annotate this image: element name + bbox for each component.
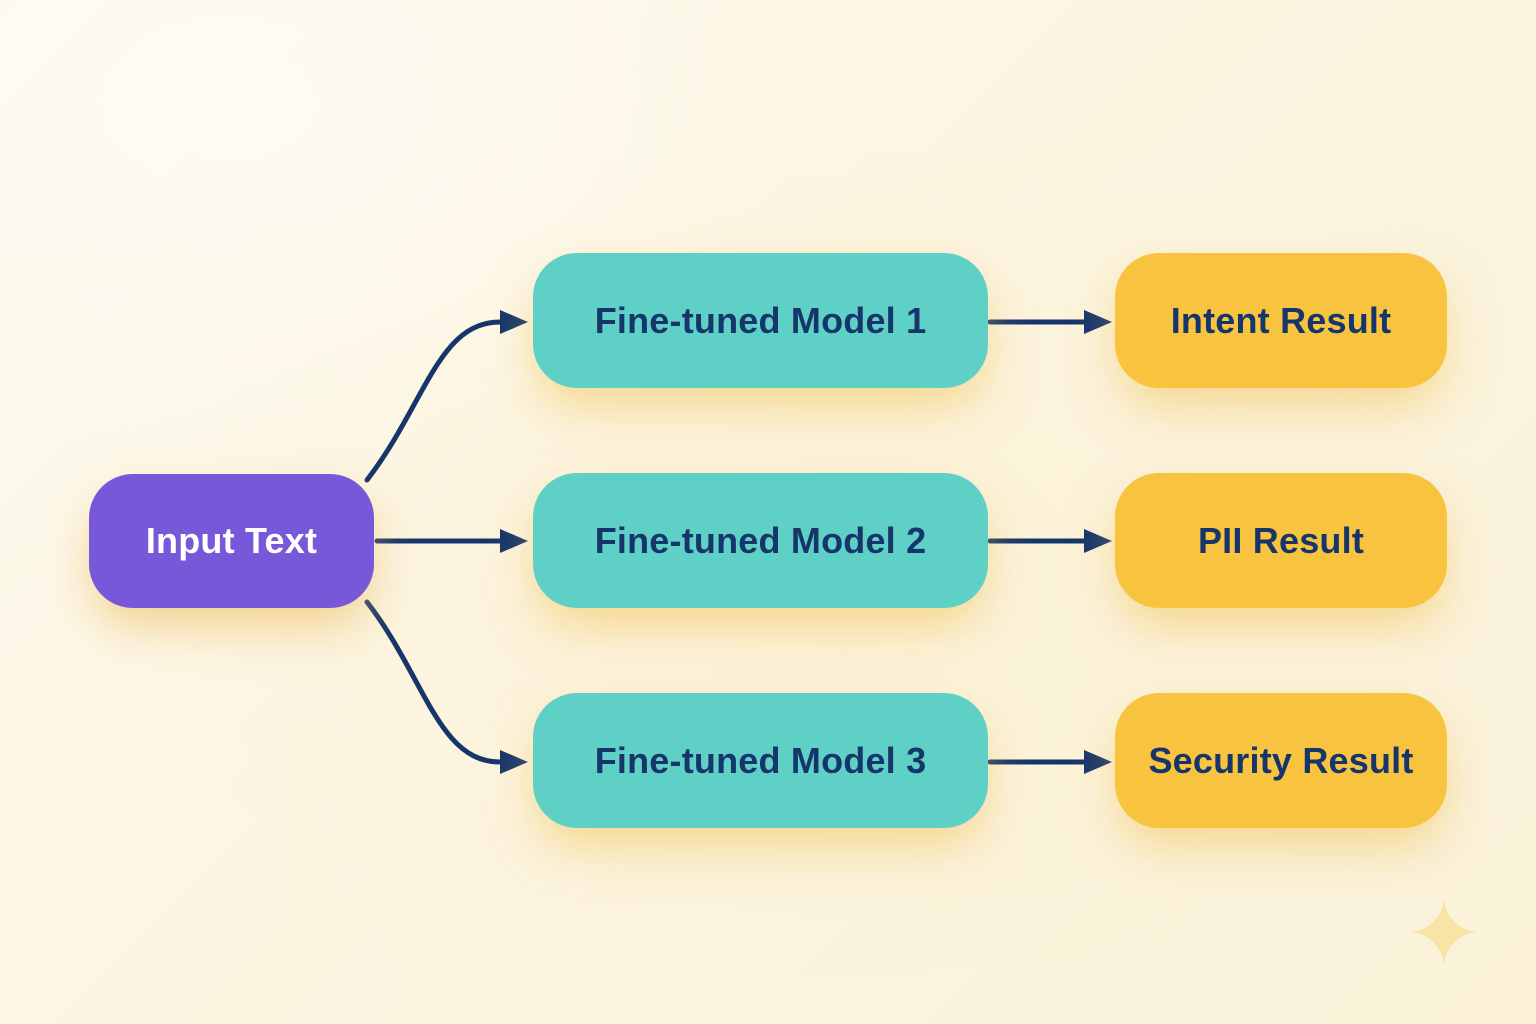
node-intent-result: Intent Result xyxy=(1115,253,1447,388)
arrow-input-to-model-1 xyxy=(364,310,528,483)
arrow-input-to-model-2 xyxy=(374,529,528,553)
node-model-2-label: Fine-tuned Model 2 xyxy=(594,519,927,561)
node-fine-tuned-model-1: Fine-tuned Model 1 xyxy=(533,253,988,388)
node-input-text-label: Input Text xyxy=(145,520,318,561)
arrow-model-2-to-pii-result xyxy=(987,529,1112,553)
node-model-1-label: Fine-tuned Model 1 xyxy=(594,299,927,341)
node-fine-tuned-model-2: Fine-tuned Model 2 xyxy=(533,473,988,608)
arrow-model-3-to-security-result xyxy=(987,750,1112,774)
node-pii-result-label: PII Result xyxy=(1197,519,1365,561)
node-model-3-label: Fine-tuned Model 3 xyxy=(594,739,927,781)
sparkle-icon xyxy=(1411,899,1477,965)
node-pii-result: PII Result xyxy=(1115,473,1447,608)
arrow-model-1-to-intent-result xyxy=(987,310,1112,334)
node-security-result: Security Result xyxy=(1115,693,1447,828)
arrow-input-to-model-3 xyxy=(364,599,528,774)
node-security-result-label: Security Result xyxy=(1148,739,1414,781)
node-fine-tuned-model-3: Fine-tuned Model 3 xyxy=(533,693,988,828)
node-input-text: Input Text xyxy=(89,474,374,608)
node-intent-result-label: Intent Result xyxy=(1170,299,1392,341)
